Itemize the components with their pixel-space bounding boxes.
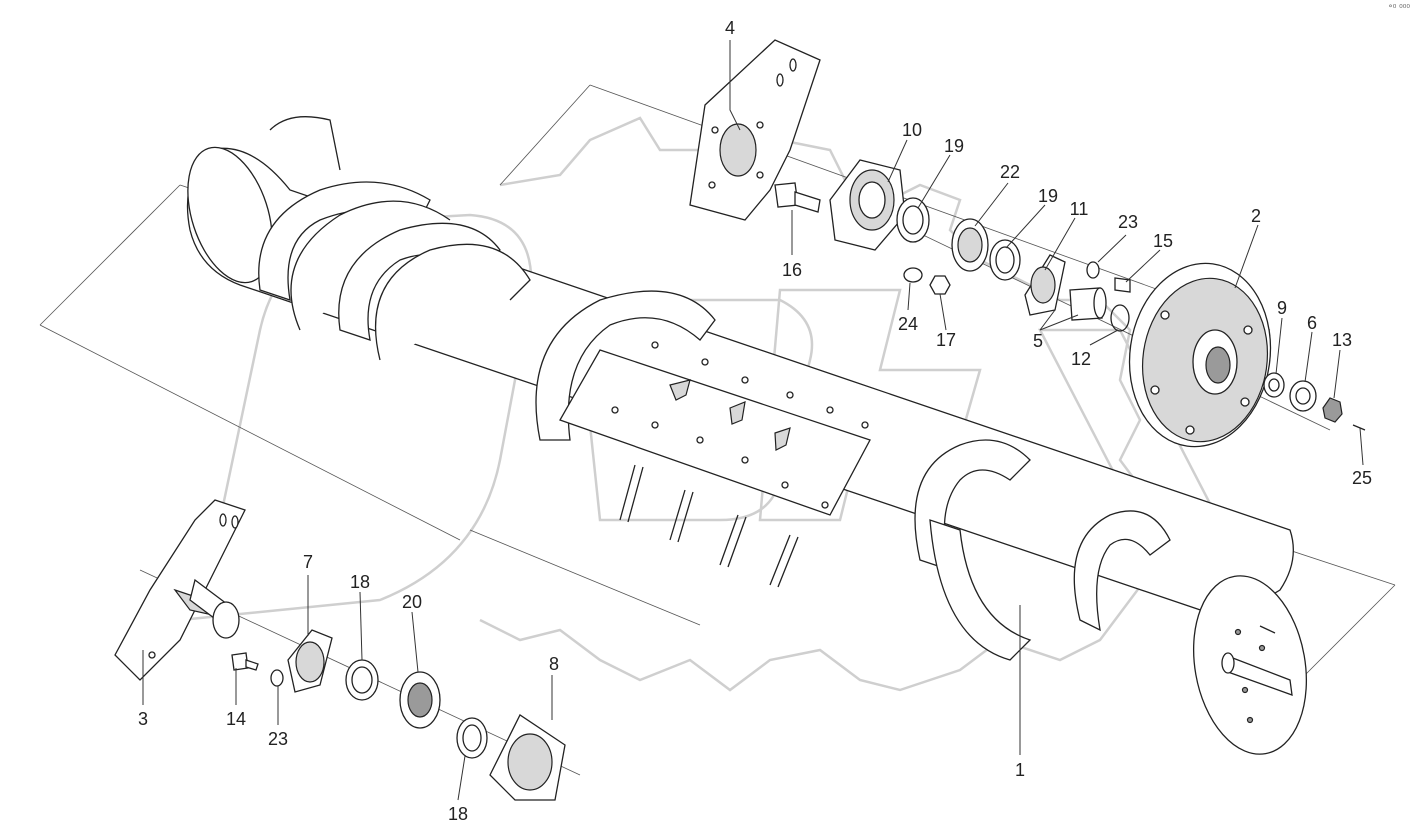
callout-6: 6 — [1307, 313, 1317, 333]
mounting-plate-part-4 — [689, 39, 821, 221]
callout-16: 16 — [782, 260, 802, 280]
corner-marks: °⁰ ⁰⁰⁰ — [1388, 4, 1410, 14]
bolt-part-16 — [774, 182, 821, 213]
washer-part-18 — [345, 659, 379, 701]
callout-9: 9 — [1277, 298, 1287, 318]
callout-10: 10 — [902, 120, 922, 140]
bearing-housing-part-10 — [829, 159, 906, 251]
washer-part-6 — [1289, 380, 1317, 412]
washer-part-9 — [1263, 372, 1285, 398]
callout-labels: 4 10 19 22 19 11 23 15 2 16 24 17 5 12 9… — [138, 18, 1372, 824]
callout-19: 19 — [944, 136, 964, 156]
callout-3: 3 — [138, 709, 148, 729]
leader-lines — [142, 40, 1364, 801]
callout-23: 23 — [1118, 212, 1138, 232]
pin-part-25 — [1352, 424, 1366, 431]
callout-24: 24 — [898, 314, 918, 334]
callout-19b: 19 — [1038, 186, 1058, 206]
nut-part-13 — [1322, 397, 1343, 423]
callout-11: 11 — [1070, 199, 1089, 219]
callout-13: 13 — [1332, 330, 1352, 350]
callout-1: 1 — [1015, 760, 1025, 780]
callout-12: 12 — [1071, 349, 1091, 369]
washer-part-23 — [1086, 261, 1100, 279]
callout-8: 8 — [549, 654, 559, 674]
bushing-part-5 — [1069, 287, 1107, 321]
bearing-housing-part-8 — [489, 714, 566, 801]
bearing-part-20 — [399, 671, 441, 729]
washer-part-18b — [456, 717, 488, 759]
flange-part-7 — [287, 629, 333, 693]
callout-22: 22 — [1000, 162, 1020, 182]
callout-25: 25 — [1352, 468, 1372, 488]
mounting-plate-part-3 — [114, 499, 246, 681]
callout-17: 17 — [936, 330, 956, 350]
ring-part-12 — [1110, 304, 1130, 332]
callout-23b: 23 — [268, 729, 288, 749]
flange-part-11 — [1024, 254, 1066, 316]
callout-5: 5 — [1033, 331, 1043, 351]
nut-part-17 — [929, 275, 951, 295]
callout-2: 2 — [1251, 206, 1261, 226]
sprocket-part-2 — [1128, 262, 1272, 448]
washer-part-23b — [270, 669, 284, 687]
bearing-part-22 — [951, 218, 989, 272]
callout-18b: 18 — [448, 804, 468, 824]
callout-15: 15 — [1153, 231, 1173, 251]
washer-part-19b — [989, 239, 1021, 281]
washer-part-19 — [896, 197, 930, 243]
callout-18: 18 — [350, 572, 370, 592]
callout-20: 20 — [402, 592, 422, 612]
bolt-part-14 — [231, 652, 259, 671]
callout-14: 14 — [226, 709, 246, 729]
callout-4: 4 — [725, 18, 735, 38]
callout-7: 7 — [303, 552, 313, 572]
nut-part-24 — [903, 267, 923, 283]
auger-shaft-part-1 — [186, 116, 1308, 755]
